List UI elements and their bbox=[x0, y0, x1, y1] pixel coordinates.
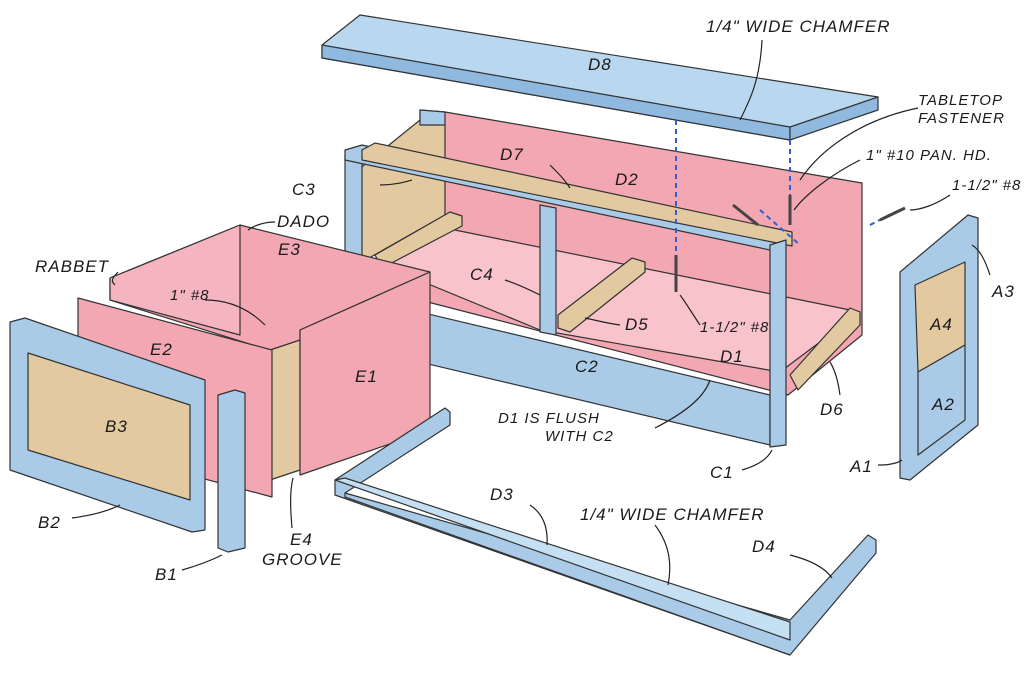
label-b2: B2 bbox=[38, 513, 61, 532]
label-c3: C3 bbox=[292, 180, 316, 199]
part-d5-strip bbox=[557, 257, 646, 333]
label-d4: D4 bbox=[752, 537, 776, 556]
label-c2: C2 bbox=[575, 357, 599, 376]
carcass-left-frame bbox=[419, 109, 446, 126]
label-b3: B3 bbox=[105, 417, 128, 436]
label-c4: C4 bbox=[470, 265, 494, 284]
part-c4-center-post bbox=[539, 204, 557, 336]
leader-line bbox=[379, 179, 413, 186]
label-d7: D7 bbox=[500, 145, 524, 164]
leader-line bbox=[247, 221, 276, 231]
leader-line bbox=[909, 194, 951, 211]
leader-line bbox=[799, 107, 919, 181]
leader-line bbox=[549, 164, 571, 189]
leader-line bbox=[654, 524, 671, 586]
label-drawer-screw: 1" #8 bbox=[170, 287, 210, 304]
label-groove: GROOVE bbox=[262, 550, 343, 569]
label-d8: D8 bbox=[588, 55, 612, 74]
leader-line bbox=[290, 477, 294, 529]
label-side-screw: 1-1/2" #8 bbox=[952, 177, 1021, 194]
part-d3-chamfer bbox=[334, 477, 791, 641]
label-b1: B1 bbox=[155, 565, 178, 584]
label-pan-hd-screw: 1" #10 PAN. HD. bbox=[866, 147, 992, 164]
label-a2: A2 bbox=[931, 395, 955, 414]
label-flush-note-1: D1 IS FLUSH bbox=[498, 410, 600, 427]
label-flush-note-2: WITH C2 bbox=[545, 428, 614, 445]
label-d6: D6 bbox=[820, 400, 844, 419]
label-e3: E3 bbox=[278, 240, 301, 259]
leader-line bbox=[529, 504, 548, 546]
label-e4: E4 bbox=[290, 530, 313, 549]
part-d6-strip bbox=[789, 307, 861, 391]
leader-line bbox=[181, 554, 223, 571]
label-top-chamfer: 1/4" WIDE CHAMFER bbox=[706, 17, 891, 36]
leader-line bbox=[793, 159, 861, 211]
label-d1: D1 bbox=[720, 347, 744, 366]
part-b1-stile bbox=[217, 389, 246, 553]
leader-line bbox=[584, 317, 621, 326]
leader-line bbox=[741, 449, 773, 471]
label-tabletop-fastener-2: FASTENER bbox=[918, 110, 1005, 127]
leader-line bbox=[71, 504, 121, 519]
leader-line bbox=[204, 299, 266, 326]
part-d8-top-end bbox=[789, 96, 879, 141]
part-d7-cleat bbox=[361, 142, 793, 247]
label-a1: A1 bbox=[849, 457, 873, 476]
leader-line bbox=[111, 271, 119, 286]
leader-line bbox=[877, 459, 903, 466]
label-a4: A4 bbox=[929, 315, 953, 334]
leader-line bbox=[971, 244, 991, 276]
label-d5: D5 bbox=[625, 315, 649, 334]
leader-line bbox=[789, 554, 833, 579]
label-floor-screw: 1-1/2" #8 bbox=[700, 319, 769, 336]
part-b3-drawer-face-panel bbox=[27, 352, 191, 501]
label-tabletop-fastener-1: TABLETOP bbox=[918, 92, 1003, 109]
leader-line bbox=[504, 279, 541, 296]
label-c1: C1 bbox=[710, 463, 734, 482]
leader-line bbox=[654, 379, 711, 429]
label-base-chamfer: 1/4" WIDE CHAMFER bbox=[580, 505, 765, 524]
label-rabbet: RABBET bbox=[35, 257, 110, 276]
part-e4-drawer-bottom bbox=[269, 339, 301, 481]
label-a3: A3 bbox=[991, 282, 1015, 301]
leader-line bbox=[739, 39, 763, 121]
fastener-line bbox=[869, 211, 896, 226]
label-dado: DADO bbox=[277, 212, 330, 231]
leader-line bbox=[829, 361, 841, 396]
label-e1: E1 bbox=[355, 367, 378, 386]
part-a2-side-panel-lower bbox=[917, 344, 966, 456]
leader-line bbox=[679, 294, 701, 326]
part-e3-drawer-inner-side bbox=[109, 224, 241, 336]
screw-icon bbox=[879, 206, 906, 222]
label-d2: D2 bbox=[615, 170, 639, 189]
label-e2: E2 bbox=[150, 340, 173, 359]
part-c1-right-post bbox=[769, 239, 787, 448]
screw-icon bbox=[732, 203, 759, 227]
label-d3: D3 bbox=[490, 485, 514, 504]
